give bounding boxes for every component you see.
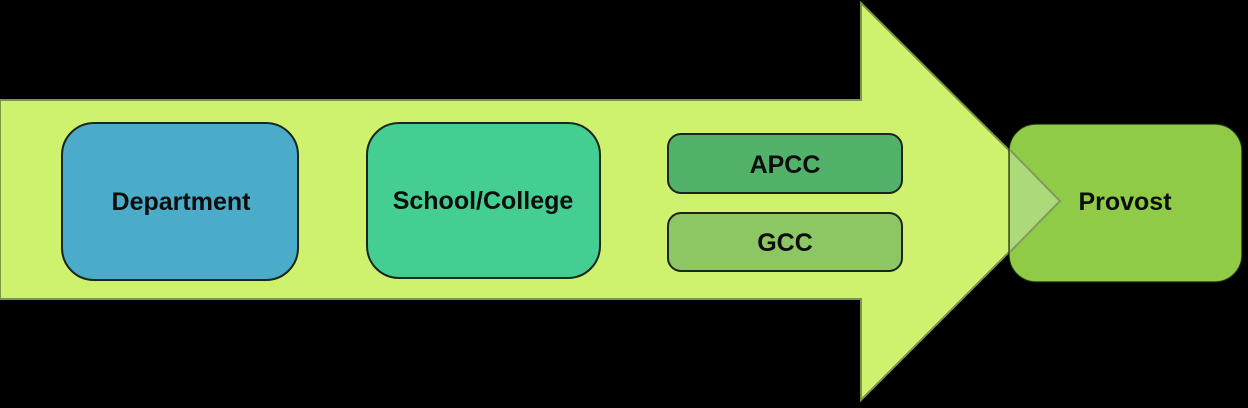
node-provost-label: Provost [1078, 188, 1172, 216]
node-school-college [366, 122, 601, 279]
node-provost [1008, 123, 1243, 283]
node-department-label: Department [112, 188, 252, 216]
node-department [61, 122, 299, 281]
node-apcc [667, 133, 903, 194]
node-apcc-label: APCC [750, 151, 821, 179]
node-gcc [667, 212, 903, 272]
node-school-college-label: School/College [393, 187, 574, 215]
node-gcc-label: GCC [757, 229, 813, 257]
arrow-tip-overlay [1009, 149, 1062, 253]
